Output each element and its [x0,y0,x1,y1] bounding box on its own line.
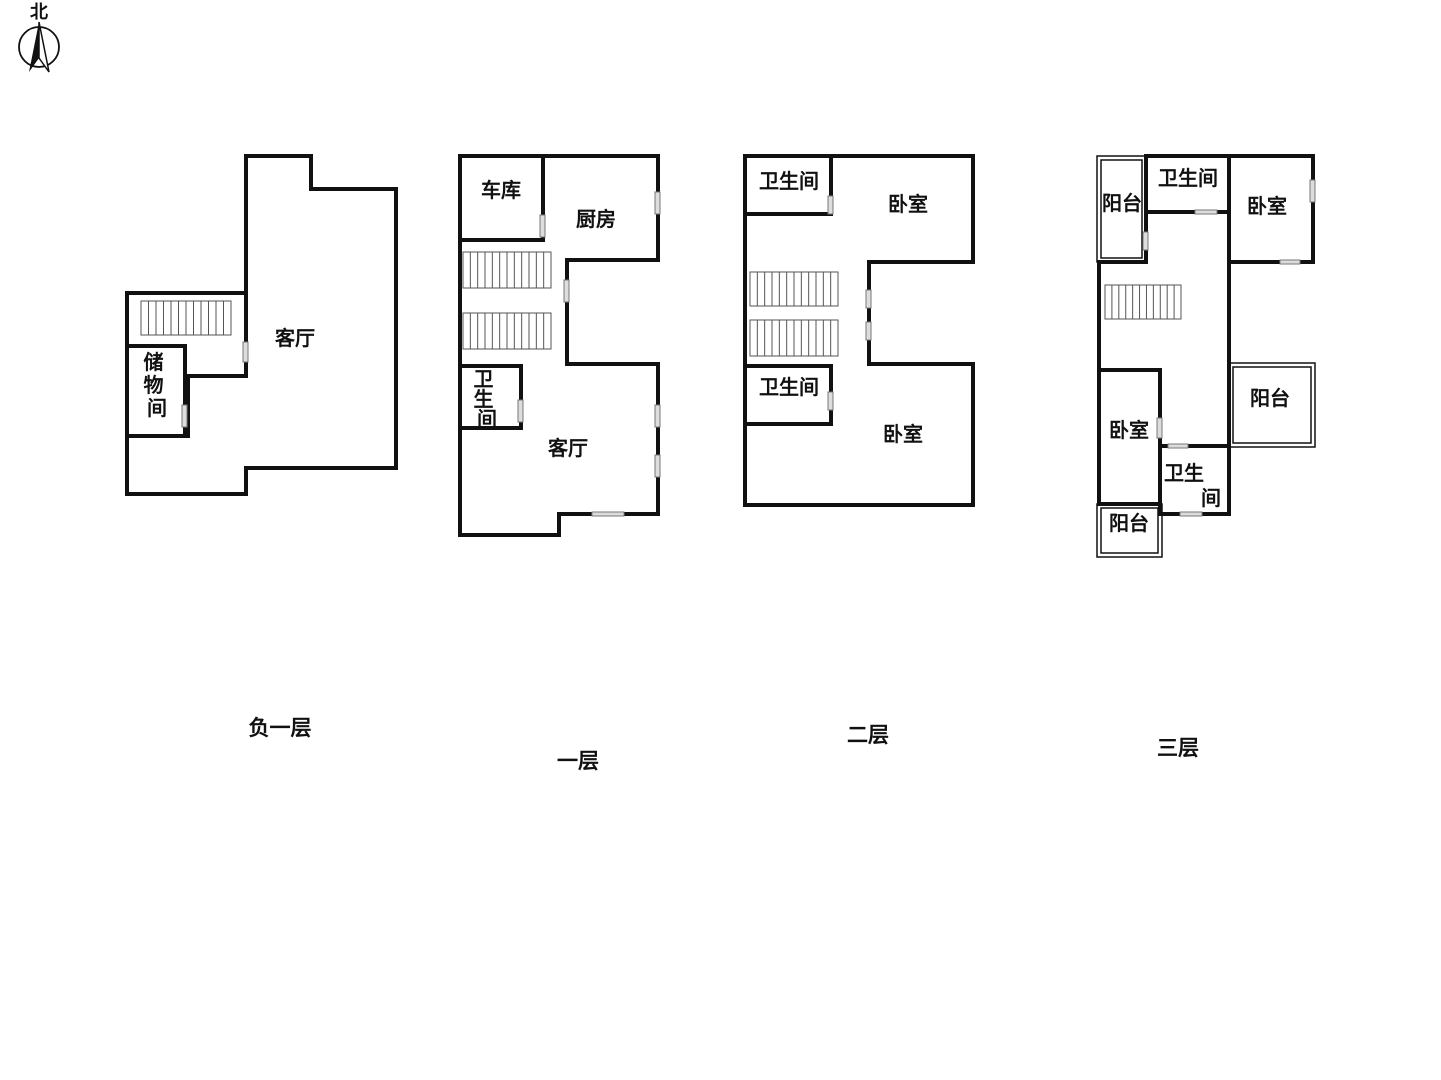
f2-window-1 [865,289,872,309]
f3-bed-top-window [1309,179,1316,203]
room-label-f3-bed-left: 卧室 [1109,418,1149,442]
b1-storage-door [181,404,188,428]
b1-outline [125,154,398,496]
f3-balcony-top-inner [1100,159,1143,259]
floor-label-b1: 负一层 [249,716,312,740]
f3-balcony-bottom-outline [1096,503,1163,558]
f3-stairs [1104,284,1182,320]
f1-living-window-2 [654,454,661,478]
room-label-f2-bath-top: 卫生间 [759,169,819,193]
floor-label-f1: 一层 [557,749,599,773]
f1-living-window-1 [654,404,661,428]
floor-label-f2: 二层 [847,723,889,747]
b1-stair-door [242,341,249,363]
f2-bath-mid-door [827,391,834,411]
f3-bath-top-door [1194,209,1218,215]
floor-f2: 卫生间 卧室 卫生间 卧室 二层 [743,154,975,747]
f1-bath-wall [458,364,523,430]
f1-garage-door [539,214,546,238]
room-label-f3-balcony-right: 阳台 [1250,386,1290,410]
north-label: 北 [30,2,48,23]
room-label-f2-bed-bottom: 卧室 [883,422,923,446]
f3-balcony-top-door [1142,231,1149,251]
room-label-b1-storage: 储 物 间 [144,350,171,420]
room-label-f3-bath-top: 卫生间 [1158,166,1218,190]
room-label-f1-kitchen: 厨房 [576,207,616,231]
f2-window-2 [865,321,872,341]
room-label-f3-balcony-bottom: 阳台 [1109,511,1149,535]
floor-b1: 客厅 储 物 间 负一层 [125,154,398,740]
room-label-f1-bath: 卫 生 间 [474,367,501,431]
floor-label-f3: 三层 [1157,736,1199,760]
f1-outline [458,154,660,537]
f3-balcony-top-outline [1096,155,1147,263]
f1-bath-door [517,399,524,423]
f1-side-window [563,279,570,303]
north-arrow-icon: 北 [18,2,60,73]
room-label-f2-bed-top: 卧室 [888,192,928,216]
f3-balcony-right-inner [1232,366,1312,444]
f1-stairs [462,251,552,350]
room-label-f1-garage: 车库 [481,178,521,202]
f3-balcony-right-outline [1228,362,1316,448]
f2-stairs [749,271,839,357]
floor-f3: 阳台 卫生间 卧室 阳台 卧室 卫生 间 阳台 三层 [1096,154,1316,760]
f3-bath-bottom-door [1167,443,1189,449]
room-label-f2-bath-mid: 卫生间 [759,375,819,399]
floor-f1: 车库 厨房 卫 生 间 客厅 一层 [458,154,661,773]
f3-bed-left-door [1156,417,1163,439]
f2-outline [743,154,975,507]
f3-bed-top-door [1279,259,1301,265]
b1-stairs [140,300,232,336]
room-label-f1-living: 客厅 [547,436,588,460]
f3-bath-bottom-window [1179,511,1203,517]
f1-entrance-door [591,511,625,517]
f2-bath-top-door [827,195,834,215]
room-label-b1-living: 客厅 [274,326,315,350]
f3-balcony-bottom-inner [1100,507,1159,554]
f3-bed-left-wall [1097,368,1162,506]
room-label-f3-balcony-top: 阳台 [1102,191,1142,215]
room-label-f3-bed-top: 卧室 [1247,194,1287,218]
f1-kitchen-window [654,191,661,215]
room-label-f3-bath-bottom: 卫生 间 [1164,461,1221,510]
